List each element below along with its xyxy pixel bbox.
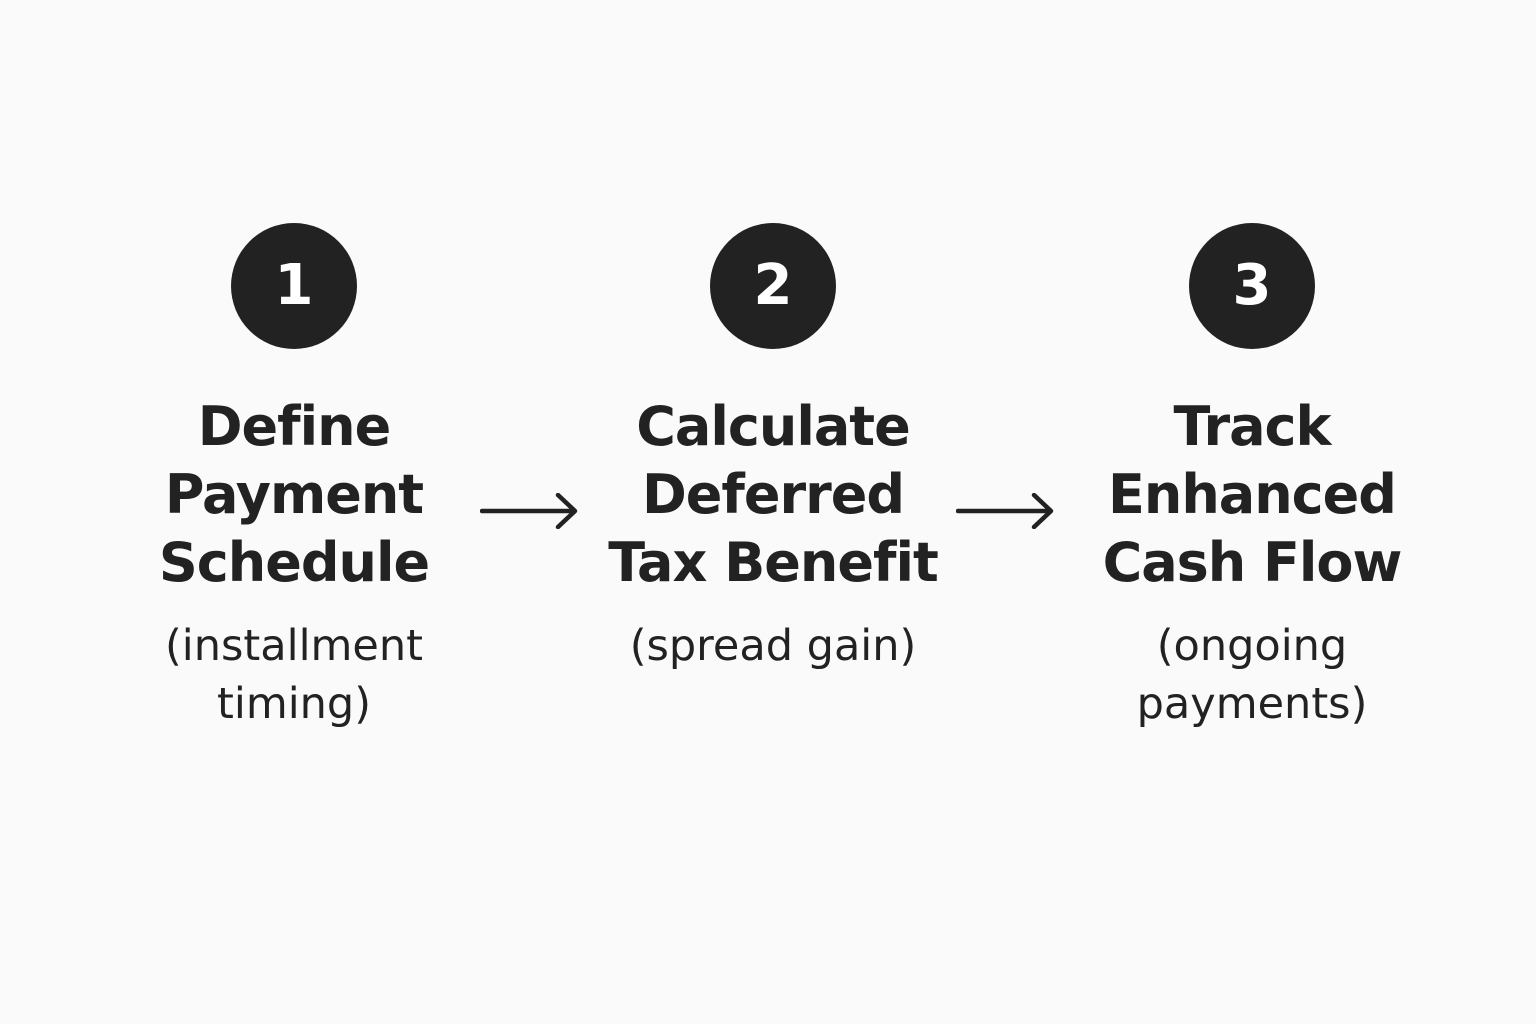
step-subtitle-line: (ongoing	[1156, 621, 1348, 671]
step-subtitle-line: (installment	[165, 621, 423, 671]
step-subtitle: (spread gain)	[593, 617, 953, 675]
step-title-line: Deferred	[641, 463, 905, 526]
step-number: 3	[1232, 253, 1272, 318]
step-1: 1 Define Payment Schedule (installment t…	[114, 223, 474, 733]
step-title: Define Payment Schedule	[114, 393, 474, 597]
step-title-line: Cash Flow	[1102, 531, 1403, 594]
step-3: 3 Track Enhanced Cash Flow (ongoing paym…	[1072, 223, 1432, 733]
step-number-badge: 3	[1189, 223, 1315, 349]
step-title: Track Enhanced Cash Flow	[1072, 393, 1432, 597]
step-title-line: Calculate	[636, 395, 910, 458]
step-title-line: Track	[1173, 395, 1332, 458]
step-title: Calculate Deferred Tax Benefit	[593, 393, 953, 597]
arrow-right-icon	[956, 493, 1054, 529]
step-title-line: Schedule	[158, 531, 430, 594]
step-subtitle-line: (spread gain)	[629, 621, 917, 671]
step-subtitle-line: payments)	[1136, 679, 1368, 729]
step-subtitle: (installment timing)	[114, 617, 474, 733]
step-title-line: Define	[197, 395, 392, 458]
step-number: 2	[753, 253, 793, 318]
step-title-line: Enhanced	[1108, 463, 1397, 526]
step-title-line: Payment	[164, 463, 424, 526]
step-title-line: Tax Benefit	[608, 531, 939, 594]
step-number-badge: 2	[710, 223, 836, 349]
step-number-badge: 1	[231, 223, 357, 349]
arrow-right-icon	[480, 493, 578, 529]
step-2: 2 Calculate Deferred Tax Benefit (spread…	[593, 223, 953, 675]
step-number: 1	[274, 253, 314, 318]
step-subtitle: (ongoing payments)	[1072, 617, 1432, 733]
step-subtitle-line: timing)	[217, 679, 371, 729]
